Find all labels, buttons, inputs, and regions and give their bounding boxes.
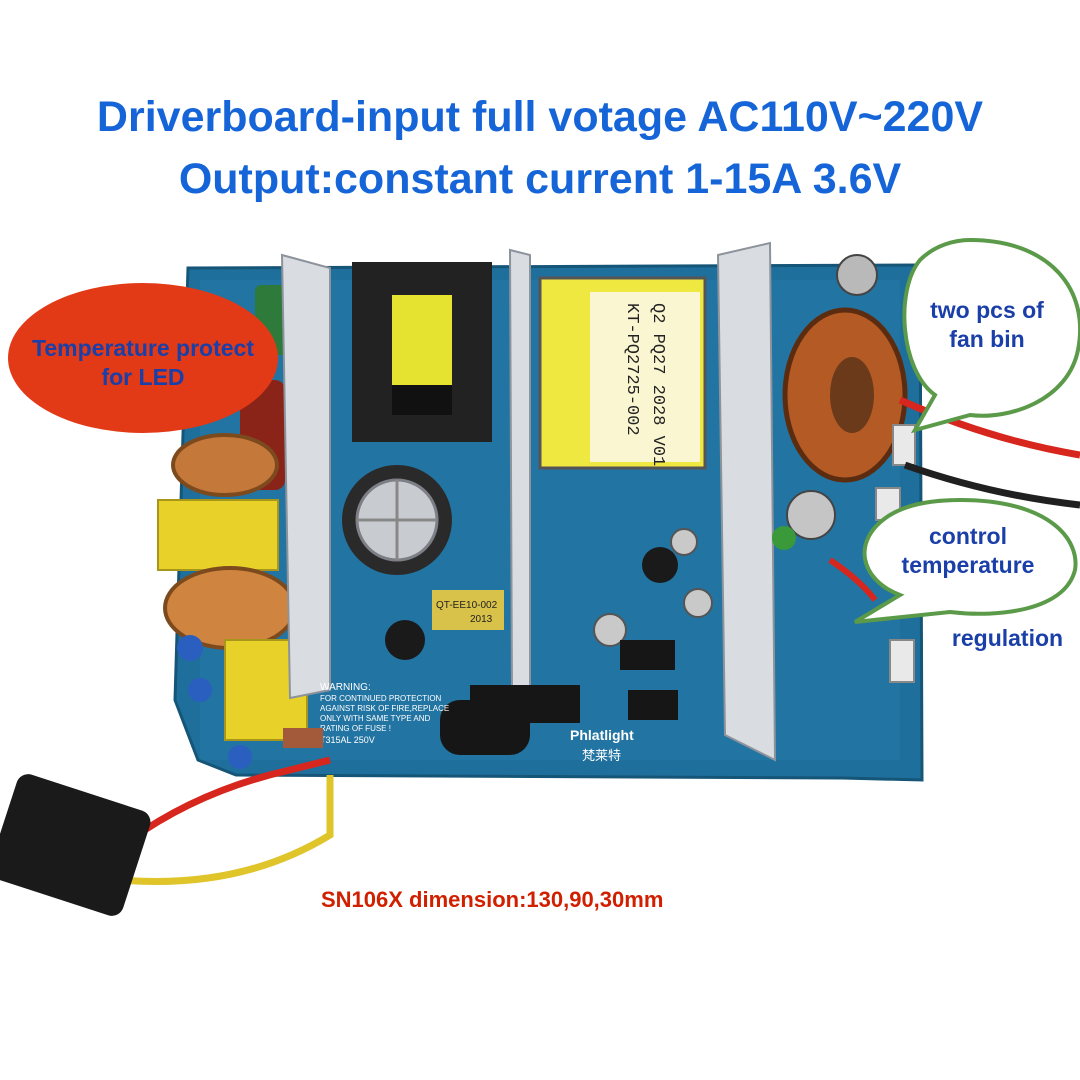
red-wire-right	[898, 396, 1080, 459]
fuse-connector	[283, 728, 323, 748]
black-transistor	[642, 547, 678, 583]
brand-name-cn: 梵莱特	[582, 749, 621, 764]
warning-title: WARNING:	[320, 682, 371, 693]
ic-chip-u1	[628, 690, 678, 720]
small-capacitor-5	[786, 490, 836, 540]
inductor-label: QT-EE10-002	[436, 600, 498, 611]
control-temp-bubble	[853, 497, 1078, 624]
warning-line-4: RATING OF FUSE !	[320, 724, 391, 733]
warning-line-2: AGAINST RISK OF FIRE,REPLACE	[320, 704, 449, 713]
led-protect-label: Temperature protect for LED	[32, 335, 254, 390]
yellow-capacitor-1	[157, 499, 279, 571]
toroid-hole	[830, 357, 874, 433]
control-temp-label: control temperature	[901, 523, 1035, 578]
small-capacitor-2	[683, 588, 713, 618]
transformer-label: KT-PQ2725-002	[622, 303, 641, 436]
black-cylinder	[440, 700, 530, 755]
red-wire-temp	[828, 557, 878, 602]
capacitor-vent	[357, 480, 437, 560]
copper-coil-upper	[171, 433, 279, 497]
green-led	[772, 526, 796, 550]
ic-chip-u2	[620, 640, 675, 670]
led-protect-bubble	[8, 283, 278, 433]
transformer-code: Q2 PQ27 2028 V01	[648, 303, 667, 466]
small-capacitor-4	[836, 254, 878, 296]
headline-line-2: Output:constant current 1-15A 3.6V	[178, 155, 902, 203]
warning-line-3: ONLY WITH SAME TYPE AND	[320, 714, 430, 723]
heatsink-right	[716, 241, 777, 762]
small-capacitor-1	[670, 528, 698, 556]
temp-connector	[889, 639, 915, 683]
yellow-wire-input	[119, 775, 334, 886]
small-capacitor-3	[593, 613, 627, 647]
transformer-1-clip	[392, 385, 452, 415]
warning-line-1: FOR CONTINUED PROTECTION	[320, 694, 442, 703]
blue-cap-a	[177, 635, 203, 661]
blue-cap-b	[188, 678, 212, 702]
heatsink-left	[280, 253, 331, 700]
warning-line-5: T315AL 250V	[320, 735, 375, 745]
transformer-2-label-panel	[590, 292, 700, 462]
fan-connector-1	[892, 424, 916, 466]
black-ic-round	[385, 620, 425, 660]
fan-bin-bubble	[902, 237, 1080, 434]
black-wire-right	[903, 461, 1080, 509]
fan-bin-label: two pcs of fan bin	[930, 297, 1044, 352]
brand-name: Phlatlight	[570, 727, 634, 743]
power-inductor	[432, 590, 504, 630]
power-cable-sleeve	[0, 774, 151, 916]
dimension-note: SN106X dimension:130,90,30mm	[321, 887, 664, 912]
regulation-label: regulation	[935, 624, 1080, 653]
inductor-year: 2013	[470, 614, 493, 625]
blue-cap-c	[228, 745, 252, 769]
headline-line-1: Driverboard-input full votage AC110V~220…	[96, 93, 984, 141]
